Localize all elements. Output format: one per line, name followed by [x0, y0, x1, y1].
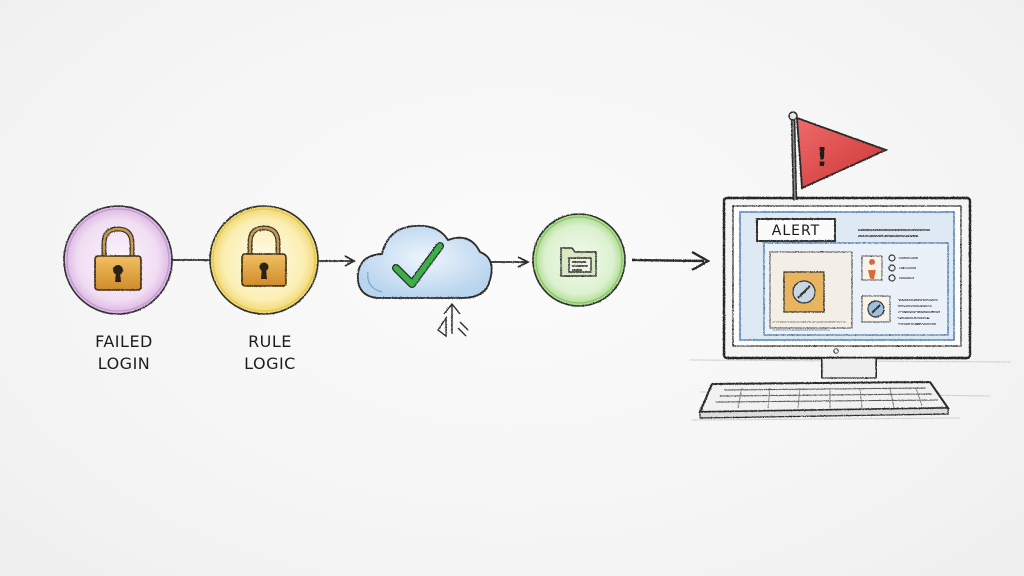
- step-cloud-check: [356, 224, 493, 338]
- caption-failed-login: FAILED LOGIN: [72, 331, 176, 375]
- caption-rule-logic-line1: RULE: [248, 332, 292, 351]
- connectors: [171, 250, 711, 272]
- alert-label-text: ALERT: [772, 223, 820, 239]
- computer-monitor-icon: [689, 196, 1011, 421]
- padlock-icon: [94, 226, 142, 291]
- caption-rule-logic: RULE LOGIC: [218, 331, 322, 375]
- step-failed-login: [63, 205, 173, 315]
- caption-failed-login-line2: LOGIN: [97, 354, 151, 373]
- arrowhead-3: [517, 256, 531, 268]
- alert-flag-symbol: !: [816, 143, 828, 173]
- cloud-checkmark-icon: [356, 224, 493, 299]
- caption-rule-logic-line2: LOGIC: [244, 354, 296, 373]
- alert-flag-icon: !: [788, 111, 889, 201]
- step-folder: [532, 213, 626, 307]
- connector-4: [631, 258, 705, 263]
- folder-icon: [560, 247, 597, 277]
- alert-label: ALERT: [756, 218, 836, 242]
- padlock-icon: [241, 225, 287, 287]
- upload-cursor-icon: [437, 302, 469, 338]
- arrowhead-2: [344, 255, 356, 267]
- caption-failed-login-line1: FAILED: [95, 332, 153, 351]
- step-rule-logic: [209, 205, 319, 315]
- step-monitor: ALERT !: [689, 111, 1011, 421]
- arrowhead-4: [691, 250, 711, 272]
